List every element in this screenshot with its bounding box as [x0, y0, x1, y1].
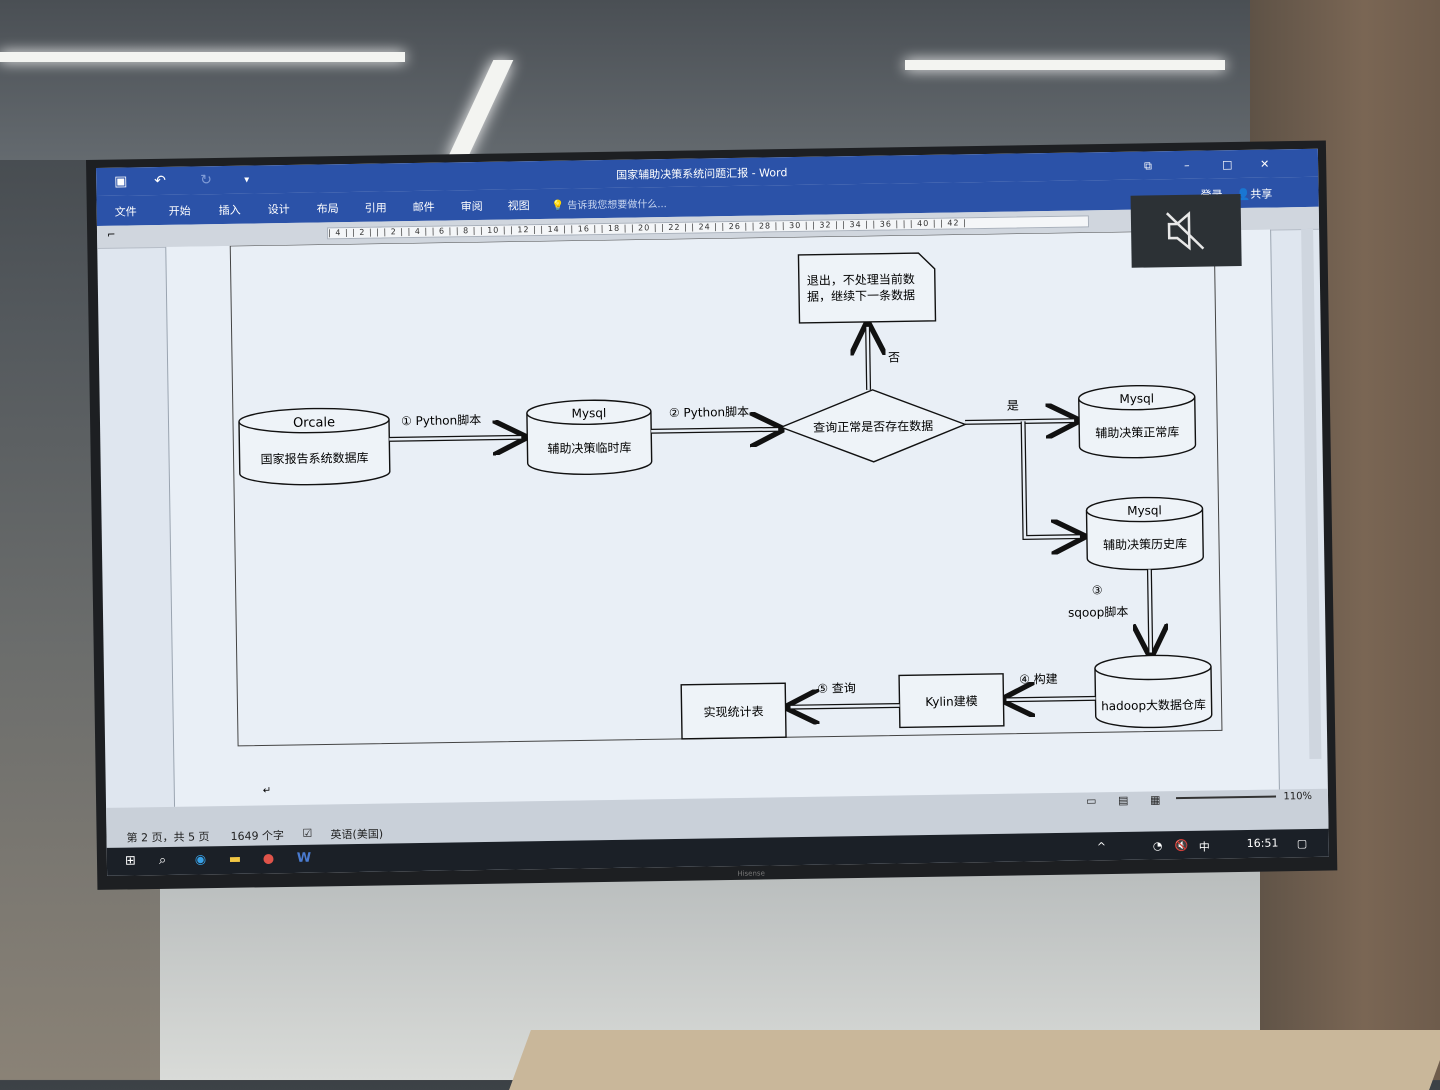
- arrow-step3-inner: [1148, 569, 1152, 653]
- customize-toolbar-icon[interactable]: ▾: [244, 174, 250, 186]
- step5-label: ⑤ 查询: [817, 681, 856, 696]
- mysql-temp-db-label: 辅助决策临时库: [547, 440, 631, 456]
- report-label: 实现统计表: [703, 704, 763, 720]
- share-button[interactable]: 👤共享: [1236, 186, 1272, 203]
- hadoop-warehouse-cylinder: hadoop大数据仓库: [1094, 654, 1213, 729]
- flowchart: Orcale 国家报告系统数据库 ① Python脚本 Mysql 辅助决策临时…: [229, 229, 1223, 796]
- mysql-history-cylinder: Mysql 辅助决策历史库: [1085, 496, 1204, 571]
- mysql-temp-cylinder: Mysql 辅助决策临时库: [526, 399, 653, 476]
- mysql-normal-db-label: 辅助决策正常库: [1095, 424, 1179, 440]
- web-layout-icon[interactable]: ▦: [1149, 793, 1161, 807]
- no-label: 否: [888, 350, 900, 364]
- exit-line2: 据，继续下一条数据: [807, 287, 915, 304]
- tray-expand-icon[interactable]: ^: [1096, 840, 1107, 854]
- step1-label: ① Python脚本: [401, 412, 481, 428]
- zoom-slider[interactable]: [1176, 795, 1277, 800]
- document-page[interactable]: Orcale 国家报告系统数据库 ① Python脚本 Mysql 辅助决策临时…: [165, 229, 1280, 807]
- proofing-icon[interactable]: ☑: [302, 826, 313, 840]
- tab-view[interactable]: 视图: [507, 199, 530, 213]
- vertical-scrollbar[interactable]: [1301, 228, 1322, 760]
- tab-file[interactable]: 文件: [114, 205, 137, 219]
- print-layout-icon[interactable]: ▤: [1117, 793, 1129, 808]
- ribbon-display-button[interactable]: ⧉: [1143, 159, 1153, 173]
- maximize-button[interactable]: □: [1221, 158, 1233, 172]
- mysql-history-label: Mysql: [1127, 503, 1162, 518]
- network-icon[interactable]: ◔: [1152, 839, 1163, 853]
- system-clock[interactable]: 16:51: [1246, 836, 1279, 851]
- decision-label: 查询正常是否存在数据: [813, 418, 933, 435]
- page-count[interactable]: 第 2 页，共 5 页: [126, 830, 210, 845]
- tell-me-text: 告诉我您想要做什么...: [567, 199, 667, 212]
- tab-references[interactable]: 引用: [364, 201, 387, 215]
- arrow-step4-inner: [1006, 697, 1096, 702]
- yes-label: 是: [1007, 399, 1019, 413]
- close-button[interactable]: ✕: [1259, 157, 1270, 171]
- share-label: 共享: [1250, 187, 1273, 201]
- step3-number: ③: [1092, 583, 1103, 597]
- mysql-history-db-label: 辅助决策历史库: [1103, 536, 1187, 552]
- arrow-to-history-inner: [1021, 421, 1080, 539]
- oracle-db-label: 国家报告系统数据库: [260, 450, 368, 467]
- chrome-icon[interactable]: ●: [262, 851, 275, 867]
- step4-label: ④ 构建: [1019, 671, 1058, 687]
- word-count[interactable]: 1649 个字: [230, 829, 285, 843]
- lightbulb-icon: 💡: [551, 200, 565, 212]
- mute-overlay: [1130, 194, 1242, 268]
- kylin-box: [898, 673, 1005, 729]
- kylin-label: Kylin建模: [925, 694, 978, 709]
- mysql-normal-cylinder: Mysql 辅助决策正常库: [1078, 384, 1197, 459]
- tab-mailings[interactable]: 邮件: [412, 200, 435, 215]
- word-app-icon[interactable]: W: [296, 850, 312, 866]
- save-icon[interactable]: ▣: [114, 173, 128, 190]
- tab-layout[interactable]: 布局: [316, 202, 339, 216]
- redo-icon[interactable]: ↻: [200, 172, 213, 189]
- step3-label: sqoop脚本: [1068, 604, 1128, 620]
- hadoop-label: hadoop大数据仓库: [1101, 697, 1206, 714]
- step2-label: ② Python脚本: [669, 404, 749, 420]
- tab-review[interactable]: 审阅: [460, 199, 483, 214]
- ime-indicator[interactable]: 中: [1198, 840, 1210, 854]
- paragraph-mark: ↵: [263, 785, 272, 796]
- tab-insert[interactable]: 插入: [218, 203, 241, 218]
- undo-icon[interactable]: ↶: [154, 172, 167, 190]
- monitor-brand: Hisense: [737, 869, 765, 878]
- notification-icon[interactable]: ▢: [1296, 837, 1308, 851]
- oracle-label: Orcale: [293, 415, 335, 431]
- tell-me-search[interactable]: 💡 告诉我您想要做什么...: [552, 195, 667, 212]
- windows-start-icon[interactable]: ⊞: [124, 853, 136, 869]
- table-edge: [509, 1030, 1440, 1090]
- diagram-frame: [229, 229, 1223, 747]
- tab-design[interactable]: 设计: [267, 202, 290, 217]
- report-box: [680, 682, 787, 740]
- ceiling: [0, 0, 1440, 160]
- file-explorer-icon[interactable]: ▬: [228, 851, 242, 867]
- tab-home[interactable]: 开始: [168, 204, 191, 218]
- arrow-step2-inner: [651, 428, 779, 433]
- zoom-level[interactable]: 110%: [1283, 790, 1313, 803]
- ceiling-light: [905, 60, 1225, 70]
- read-mode-icon[interactable]: ▭: [1085, 794, 1097, 808]
- language-indicator[interactable]: 英语(美国): [330, 827, 384, 842]
- volume-muted-icon[interactable]: 🔇: [1174, 838, 1189, 853]
- ceiling-light: [0, 52, 405, 62]
- arrow-step5-inner: [790, 704, 900, 709]
- minimize-button[interactable]: –: [1183, 158, 1190, 172]
- exit-document-box: [797, 252, 937, 324]
- arrow-no-inner: [866, 326, 870, 390]
- arrow-yes-inner: [965, 419, 1075, 424]
- speaker-muted-icon: [1165, 211, 1205, 251]
- edge-browser-icon[interactable]: ◉: [194, 852, 207, 868]
- oracle-database-cylinder: Orcale 国家报告系统数据库: [238, 407, 391, 486]
- tab-selector-icon[interactable]: ⌐: [106, 229, 116, 241]
- exit-line1: 退出，不处理当前数: [807, 271, 915, 288]
- mysql-temp-label: Mysql: [571, 406, 606, 421]
- monitor-screen: ▣ ↶ ↻ ▾ 国家辅助决策系统问题汇报 - Word ⧉ – □ ✕ 文件 开…: [96, 148, 1329, 876]
- arrow-to-history: [1020, 421, 1083, 538]
- search-icon[interactable]: ⌕: [158, 852, 167, 869]
- window-title: 国家辅助决策系统问题汇报 - Word: [616, 166, 788, 182]
- arrow-step1-inner: [389, 436, 522, 441]
- mysql-normal-label: Mysql: [1119, 391, 1154, 406]
